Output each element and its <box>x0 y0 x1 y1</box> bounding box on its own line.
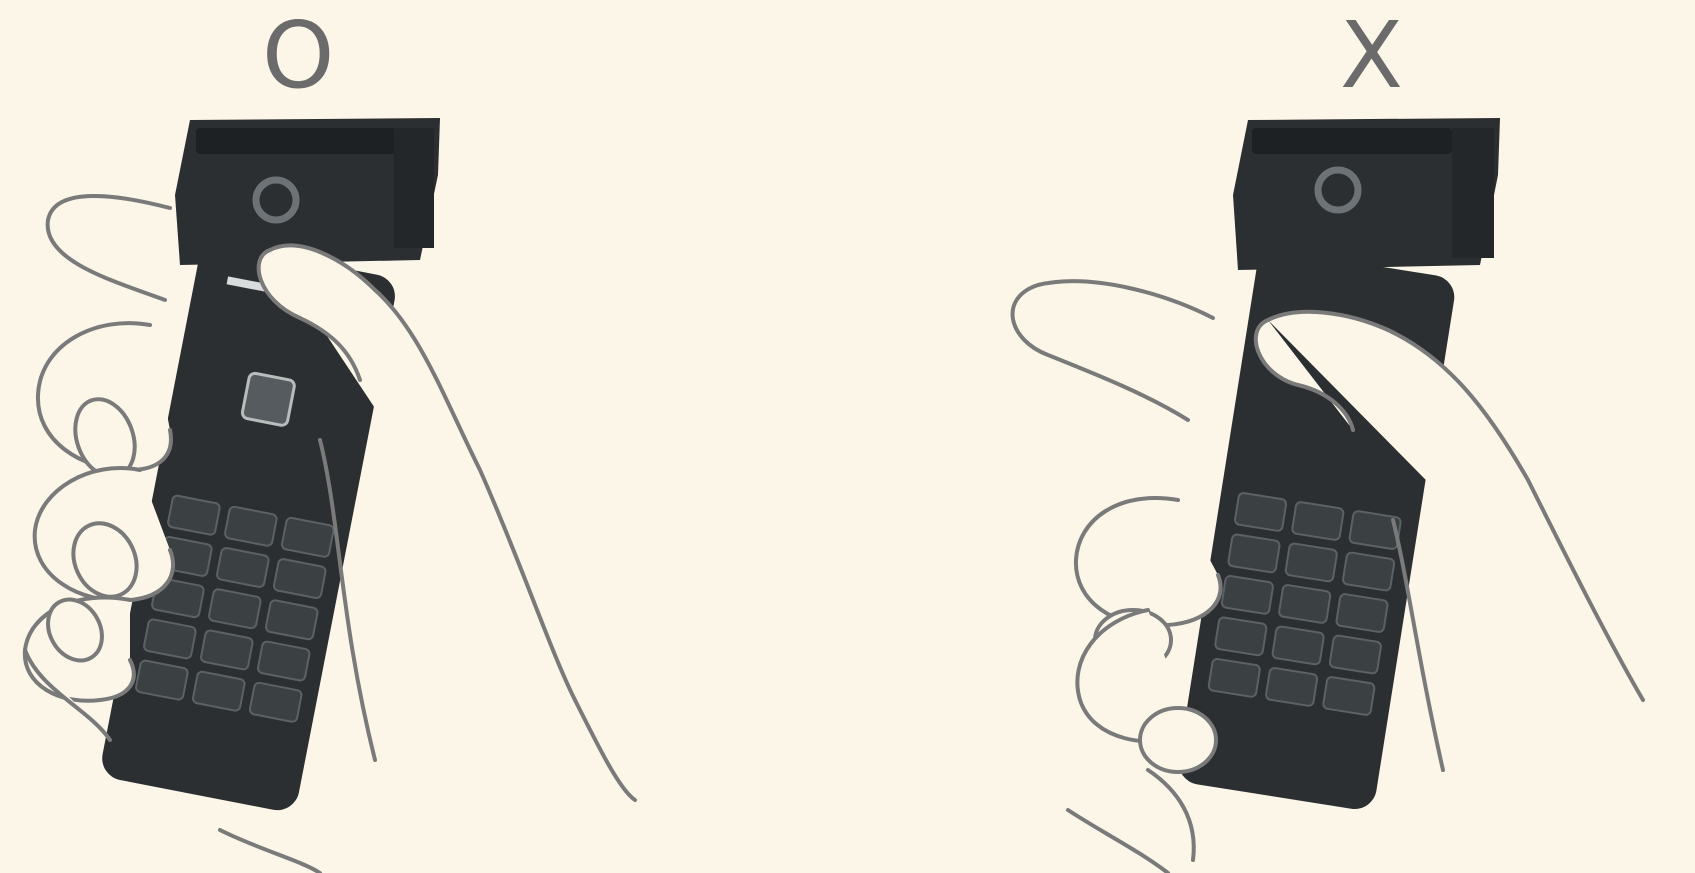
correct-grip-panel: O <box>0 0 847 873</box>
phone-held-incorrectly-illustration <box>848 0 1695 873</box>
phone-held-correctly-illustration <box>0 0 847 873</box>
phone-flip-top <box>175 118 440 265</box>
incorrect-grip-panel: X <box>848 0 1695 873</box>
